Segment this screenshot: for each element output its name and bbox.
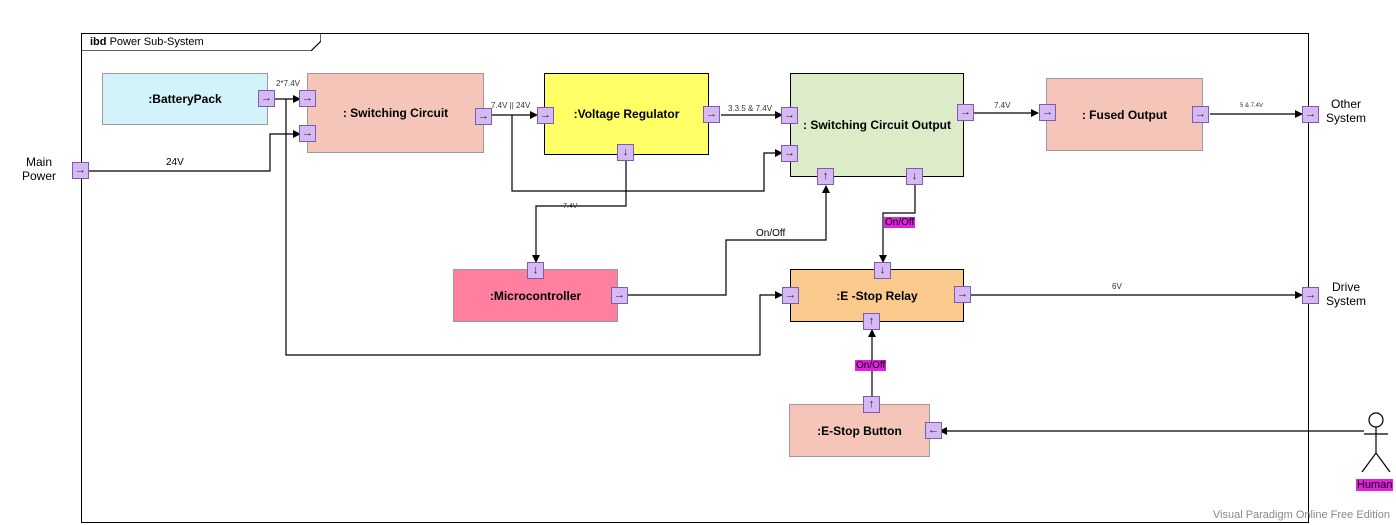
estop-button-block[interactable]: :E-Stop Button <box>789 404 930 457</box>
port-switching-out[interactable]: → <box>475 108 492 125</box>
port-relay-in-sco[interactable]: ↓ <box>874 262 891 279</box>
switching-circuit-label: : Switching Circuit <box>342 106 449 120</box>
voltage-regulator-label: :Voltage Regulator <box>573 107 680 121</box>
label-on-off-sco-relay: On/Off <box>884 217 916 228</box>
frame-tab <box>81 33 321 51</box>
port-micro-in[interactable]: ↓ <box>527 262 544 279</box>
switching-circuit-output-label: : Switching Circuit Output <box>803 118 951 132</box>
label-5-7-4v: 5 & 7.4V <box>1240 103 1264 109</box>
ibd-frame <box>81 33 1309 523</box>
port-other-system[interactable]: → <box>1302 106 1319 123</box>
frame-title: ibd Power Sub-System <box>90 36 204 48</box>
label-7-4v-or-24v: 7.4V || 24V <box>491 101 531 110</box>
port-fused-in[interactable]: → <box>1039 104 1056 121</box>
human-label: Human <box>1356 479 1394 491</box>
fused-output-label: : Fused Output <box>1081 107 1168 122</box>
label-on-off-button-relay: On/Off <box>855 360 887 371</box>
wire-micro-sco <box>628 185 830 296</box>
other-system-label: Other System <box>1326 97 1366 125</box>
other-system-line1: Other <box>1331 97 1362 111</box>
port-sco-in-micro[interactable]: ↑ <box>817 168 834 185</box>
main-power-line1: Main <box>26 155 53 169</box>
port-button-out[interactable]: ↑ <box>863 396 880 413</box>
drive-system-label: Drive System <box>1326 280 1366 308</box>
switching-circuit-output-block[interactable]: : Switching Circuit Output <box>790 73 964 177</box>
battery-pack-label: :BatteryPack <box>148 92 222 106</box>
wire-battery-estop-relay <box>285 99 783 356</box>
port-sco-in-regulator[interactable]: → <box>781 107 798 124</box>
port-relay-in-button[interactable]: ↑ <box>863 313 880 330</box>
port-regulator-in[interactable]: → <box>537 107 554 124</box>
port-drive-system[interactable]: → <box>1302 287 1319 304</box>
watermark: Visual Paradigm Online Free Edition <box>1212 509 1390 521</box>
port-fused-out[interactable]: → <box>1192 106 1209 123</box>
fused-output-block[interactable]: : Fused Output <box>1046 78 1203 151</box>
wire-main-power-switching <box>89 130 301 172</box>
port-relay-out[interactable]: → <box>954 286 971 303</box>
label-24v: 24V <box>166 157 184 168</box>
port-regulator-down[interactable]: ↓ <box>617 144 634 161</box>
estop-relay-label: :E -Stop Relay <box>836 288 918 303</box>
label-3-3-5-7-4v: 3.3.5 & 7.4V <box>728 104 773 113</box>
drive-system-line2: System <box>1326 294 1367 308</box>
microcontroller-label: :Microcontroller <box>489 288 582 303</box>
main-power-label: Main Power <box>22 155 56 183</box>
port-switching-in-battery[interactable]: → <box>299 90 316 107</box>
port-relay-in-battery[interactable]: → <box>782 287 799 304</box>
port-micro-out[interactable]: → <box>611 287 628 304</box>
port-sco-in-bypass[interactable]: → <box>781 145 798 162</box>
main-power-line2: Power <box>22 169 57 183</box>
wire-switching-sco-bypass <box>511 115 783 192</box>
label-6v: 6V <box>1112 282 1122 291</box>
label-7-4v-regulator-micro: 7.4V <box>563 203 578 210</box>
wire-regulator-micro <box>532 161 627 263</box>
switching-circuit-block[interactable]: : Switching Circuit <box>307 73 484 153</box>
port-sco-out-relay[interactable]: ↓ <box>906 168 923 185</box>
port-regulator-out[interactable]: → <box>703 106 720 123</box>
label-7-4v-sco-fused: 7.4V <box>994 101 1011 110</box>
wire-sco-estop-relay <box>879 185 916 263</box>
drive-system-line1: Drive <box>1332 280 1361 294</box>
frame-keyword: ibd <box>90 36 107 48</box>
human-actor-figure <box>1361 412 1391 473</box>
port-main-power[interactable]: → <box>72 162 89 179</box>
port-sco-out[interactable]: → <box>957 104 974 121</box>
other-system-line2: System <box>1326 111 1367 125</box>
estop-button-label: :E-Stop Button <box>817 423 902 438</box>
port-button-in-human[interactable]: ← <box>925 422 942 439</box>
voltage-regulator-block[interactable]: :Voltage Regulator <box>544 73 709 155</box>
label-on-off-micro: On/Off <box>756 228 786 239</box>
battery-pack-block[interactable]: :BatteryPack <box>102 73 268 125</box>
port-battery-out[interactable]: → <box>258 90 275 107</box>
label-2x7-4v: 2*7.4V <box>276 79 301 88</box>
port-switching-in-main[interactable]: → <box>299 125 316 142</box>
frame-name: Power Sub-System <box>109 36 204 48</box>
